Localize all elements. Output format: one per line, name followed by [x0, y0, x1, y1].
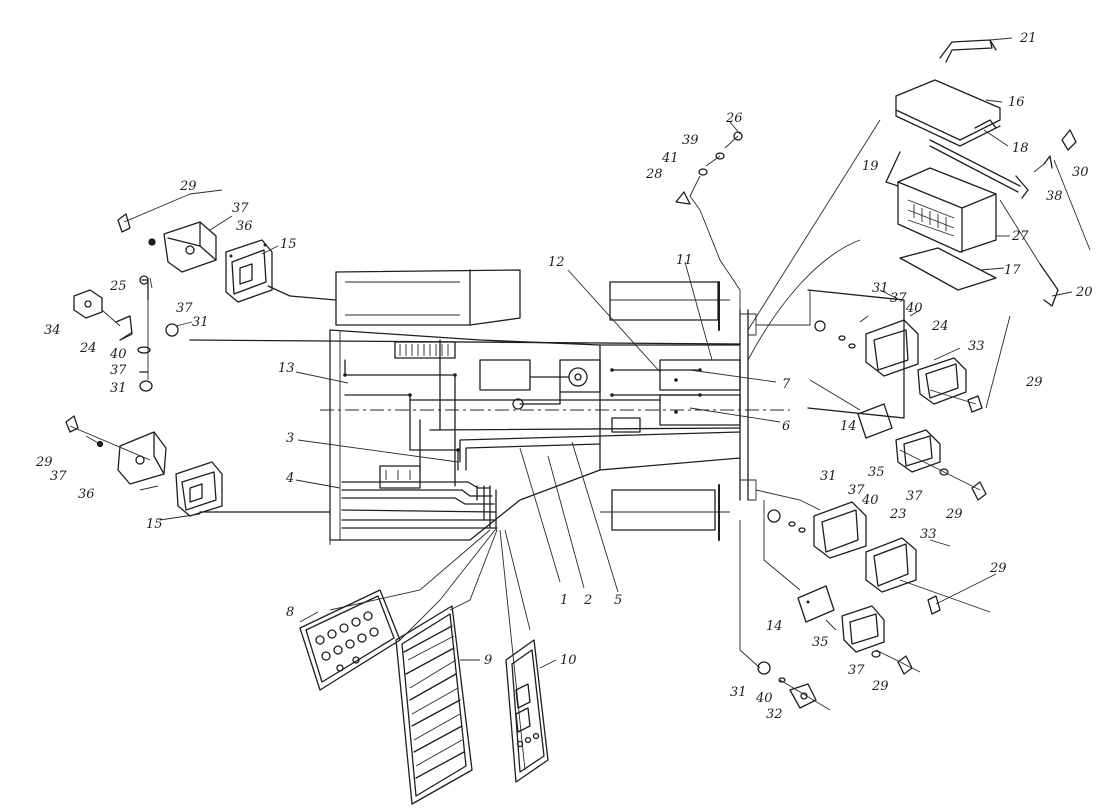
callout-15: 15: [280, 237, 297, 252]
callout-leaders: [85, 37, 1073, 669]
switch-panel-10: [505, 639, 549, 783]
headlight-front-lower: [65, 415, 223, 517]
callout-31: 31: [192, 315, 209, 330]
callout-37: 37: [232, 201, 249, 216]
callout-13: 13: [278, 361, 295, 376]
callout-33: 33: [920, 527, 937, 542]
callout-37: 37: [906, 489, 923, 504]
callout-31: 31: [110, 381, 127, 396]
callout-10: 10: [560, 653, 577, 668]
callout-29: 29: [35, 455, 53, 470]
callout-25: 25: [109, 279, 127, 294]
callout-36: 36: [236, 219, 253, 234]
callout-33: 33: [968, 339, 985, 354]
callout-40: 40: [861, 493, 879, 508]
callout-6: 6: [782, 419, 790, 434]
callout-27: 27: [1011, 229, 1029, 244]
callout-29: 29: [179, 179, 197, 194]
callout-36: 36: [78, 487, 95, 502]
callout-37: 37: [176, 301, 193, 316]
wiring-harness: [189, 119, 881, 771]
callout-35: 35: [868, 465, 885, 480]
headlight-front-upper: [117, 193, 273, 303]
callout-26: 26: [725, 111, 743, 126]
callout-17: 17: [1004, 263, 1021, 278]
callout-37: 37: [890, 291, 907, 306]
callout-23: 23: [889, 507, 907, 522]
callout-15: 15: [146, 517, 163, 532]
callout-29: 29: [1025, 375, 1043, 390]
battery-assembly: [885, 39, 1091, 307]
callout-32: 32: [766, 707, 783, 722]
callout-labels: 21 16 18 19 30 38 27 17 20 26 39 41 28 1…: [35, 31, 1093, 722]
fuse-panel-9: [395, 605, 473, 805]
callout-31: 31: [820, 469, 837, 484]
callout-37: 37: [848, 483, 865, 498]
callout-14: 14: [840, 419, 857, 434]
callout-40: 40: [755, 691, 773, 706]
callout-7: 7: [782, 377, 791, 392]
callout-3: 3: [286, 431, 294, 446]
callout-2: 2: [583, 593, 592, 608]
callout-29: 29: [871, 679, 889, 694]
instrument-panel-8: [299, 589, 401, 691]
rear-lamp-lower: [767, 501, 991, 615]
callout-29: 29: [945, 507, 963, 522]
callout-29: 29: [989, 561, 1007, 576]
callout-9: 9: [484, 653, 492, 668]
callout-24: 24: [931, 319, 949, 334]
callout-20: 20: [1075, 285, 1093, 300]
callout-41: 41: [661, 151, 679, 166]
callout-40: 40: [905, 301, 923, 316]
callout-37: 37: [110, 363, 127, 378]
callout-8: 8: [286, 605, 294, 620]
rear-plug-socket: [757, 661, 831, 711]
callout-1: 1: [560, 593, 568, 608]
callout-35: 35: [812, 635, 829, 650]
callout-30: 30: [1072, 165, 1089, 180]
callout-14: 14: [766, 619, 783, 634]
callout-37: 37: [50, 469, 67, 484]
rear-lamp-upper: [807, 289, 983, 419]
callout-37: 37: [848, 663, 865, 678]
callout-19: 19: [862, 159, 879, 174]
side-lamp-right-middle: [857, 403, 987, 501]
side-light-left: [73, 275, 179, 392]
side-lamp-right-lower: [797, 585, 921, 675]
callout-28: 28: [645, 167, 663, 182]
callout-18: 18: [1012, 141, 1029, 156]
callout-16: 16: [1008, 95, 1025, 110]
callout-38: 38: [1046, 189, 1063, 204]
callout-21: 21: [1019, 31, 1037, 46]
tractor-body-outline: [320, 269, 790, 545]
callout-5: 5: [614, 593, 622, 608]
callout-40: 40: [109, 347, 127, 362]
callout-4: 4: [285, 471, 294, 486]
switch-assembly-top: [675, 131, 743, 211]
callout-12: 12: [548, 255, 565, 270]
callout-31: 31: [730, 685, 747, 700]
callout-31: 31: [872, 281, 889, 296]
callout-34: 34: [44, 323, 61, 338]
callout-11: 11: [676, 253, 693, 268]
callout-24: 24: [79, 341, 97, 356]
callout-39: 39: [682, 133, 699, 148]
